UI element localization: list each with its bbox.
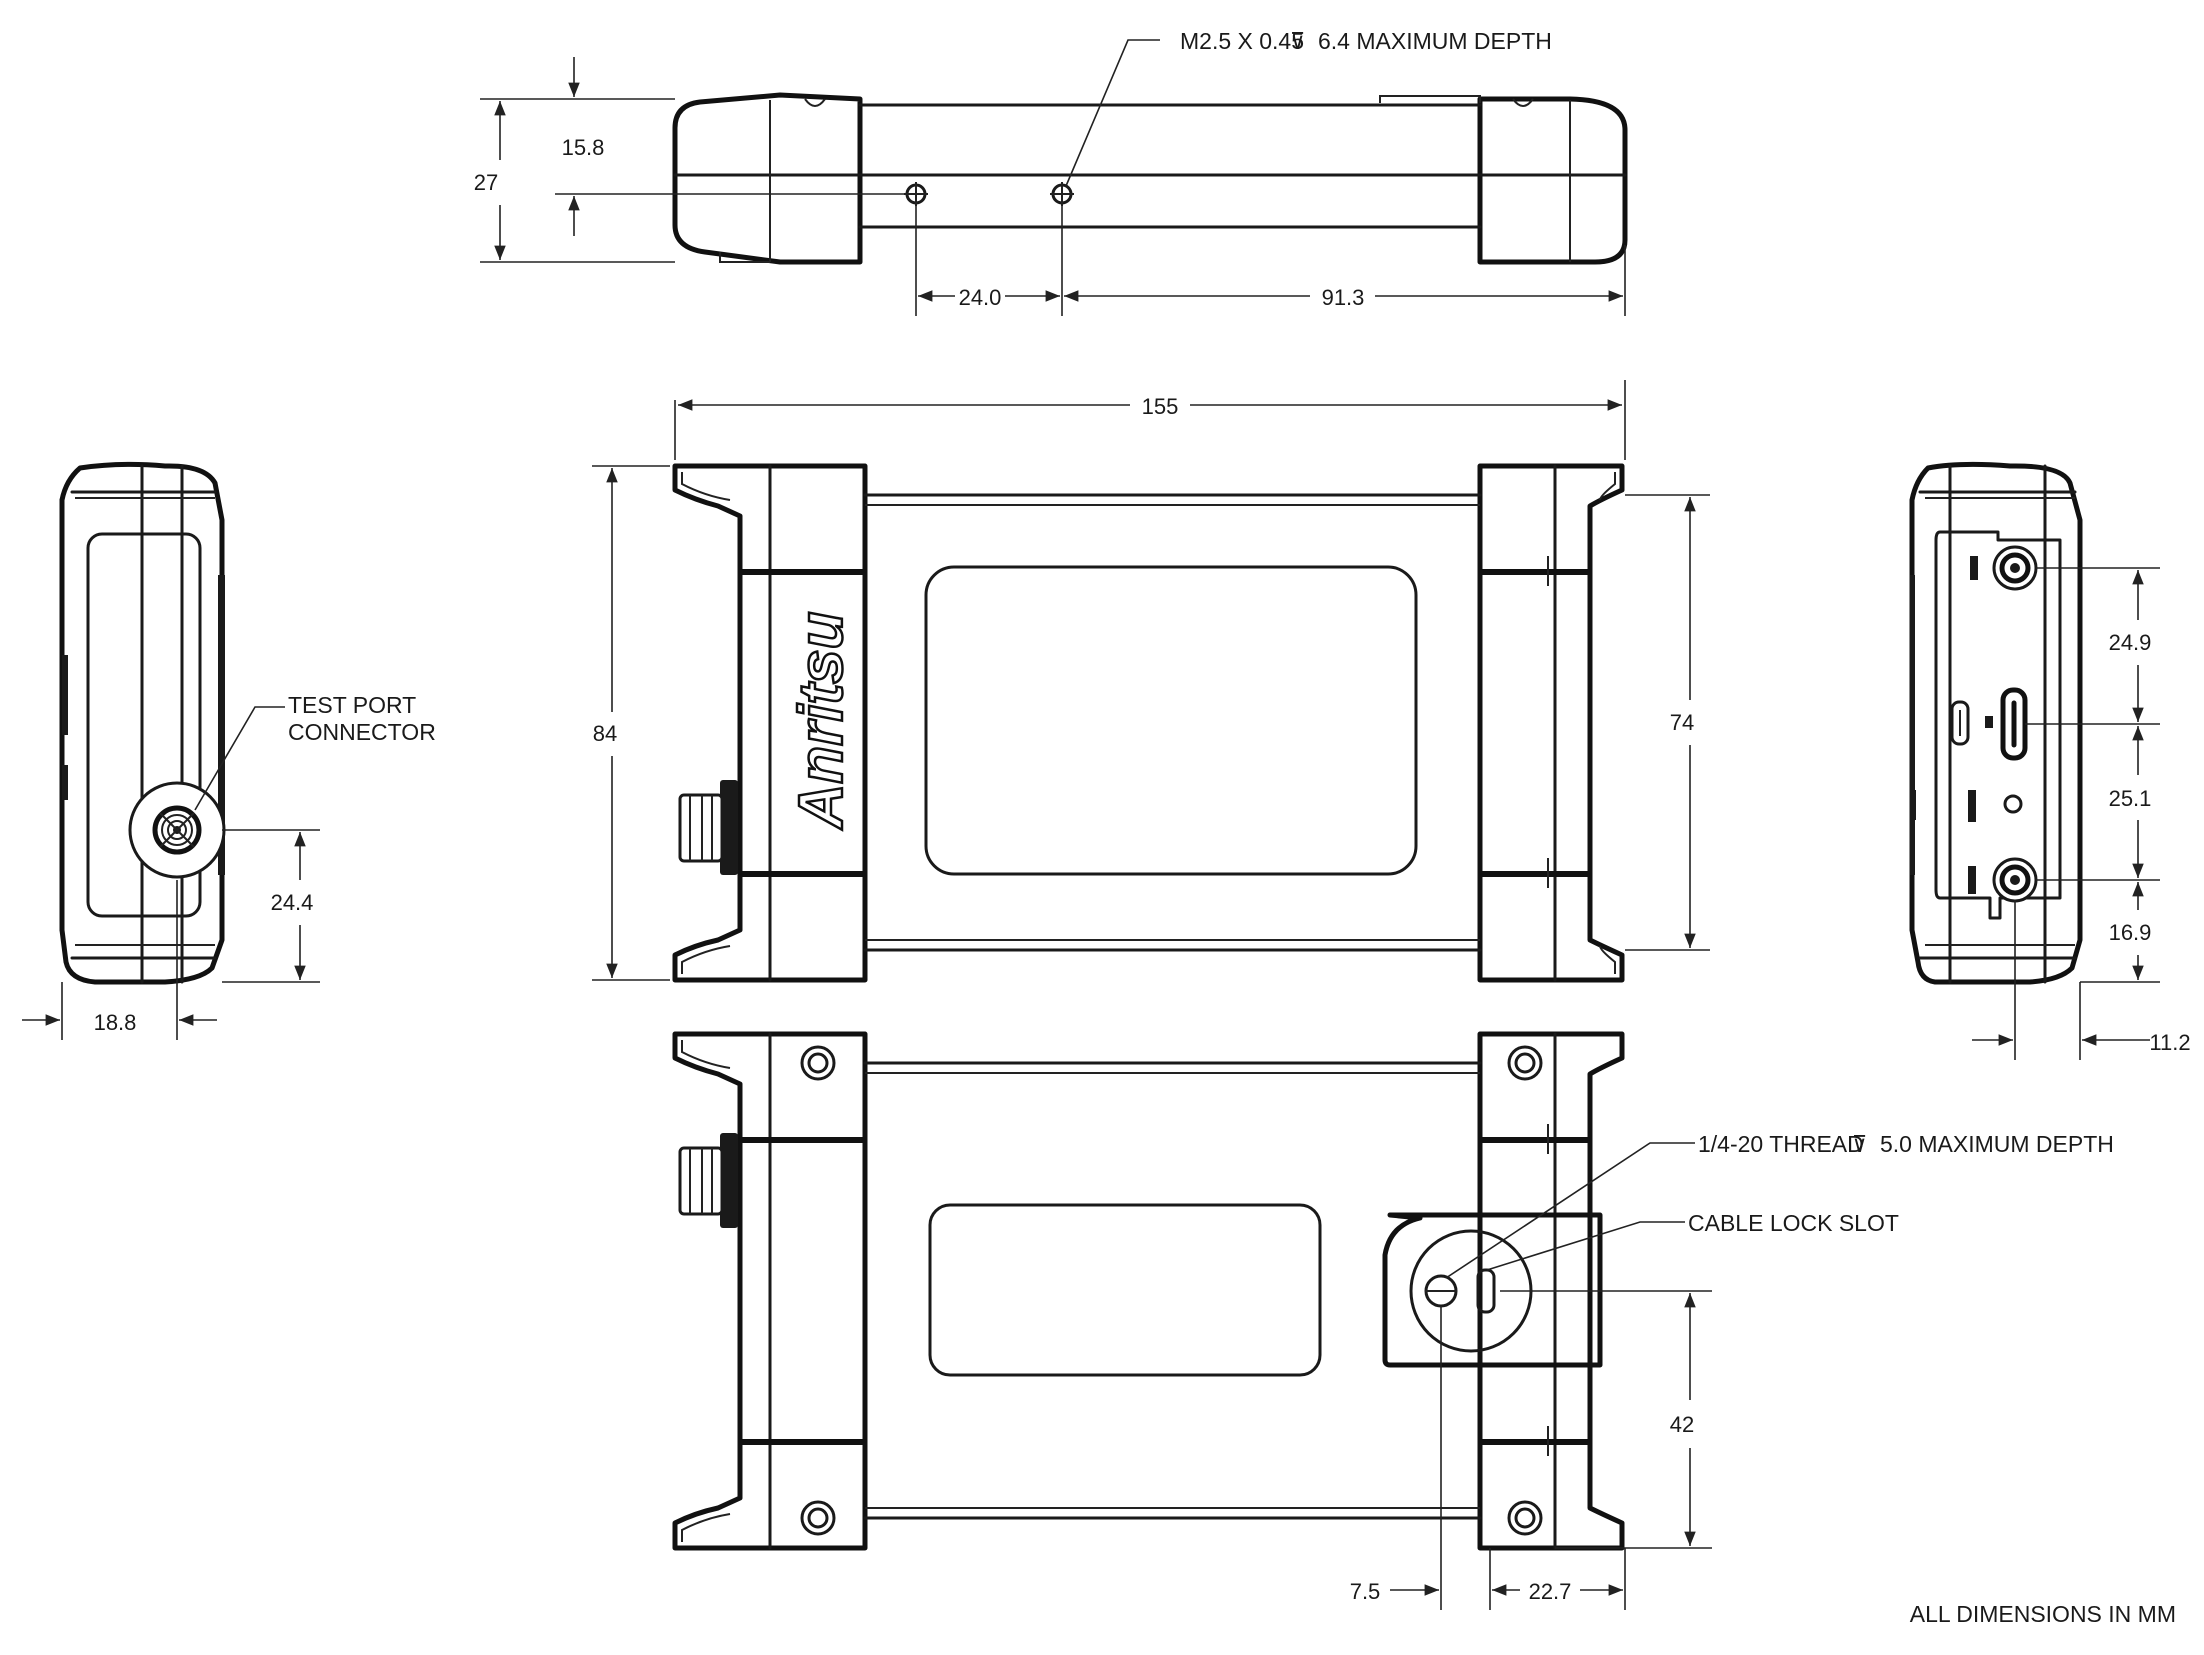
dim-16-9: 16.9 [2109, 920, 2152, 945]
dim-24-9: 24.9 [2109, 630, 2152, 655]
left-side-view: TEST PORT CONNECTOR 24.4 18.8 [22, 461, 436, 1040]
depth-symbol-icon-2: ⊽ [1852, 1131, 1867, 1157]
dim-24-4: 24.4 [271, 890, 314, 915]
m25-callout-label: M2.5 X 0.45 [1180, 28, 1304, 54]
port-marking-led [1968, 790, 1976, 822]
screw-hole-1 [800, 1045, 836, 1081]
dim-22-7: 22.7 [1529, 1579, 1572, 1604]
usb-c-port-icon [2000, 687, 2028, 761]
thread-depth-label: 5.0 MAXIMUM DEPTH [1880, 1131, 2114, 1157]
screw-hole-4 [1507, 1500, 1543, 1536]
front-view: Anritsu 155 84 74 [592, 380, 1710, 983]
test-port-label-line1: TEST PORT [288, 692, 416, 718]
led-indicator-icon [2003, 794, 2023, 814]
dim-18-8: 18.8 [94, 1010, 137, 1035]
bottom-view: 1/4-20 THREAD ⊽ 5.0 MAXIMUM DEPTH CABLE … [672, 1031, 2114, 1610]
dim-15-8: 15.8 [562, 135, 605, 160]
depth-symbol-icon: ⊽ [1290, 28, 1305, 54]
test-port-connector-bottom [678, 1133, 738, 1228]
screw-hole-2 [1507, 1045, 1543, 1081]
label-recess [924, 565, 1418, 876]
dim-7-5: 7.5 [1350, 1579, 1381, 1604]
dim-24-0: 24.0 [959, 285, 1002, 310]
side-panel-recess [86, 532, 202, 918]
port-marking-usb [1985, 716, 1993, 728]
dim-155: 155 [1142, 394, 1179, 419]
right-side-view: 24.9 25.1 16.9 11.2 [1909, 461, 2191, 1060]
anritsu-logo: Anritsu [786, 610, 858, 832]
port-connector-top [1992, 545, 2038, 591]
test-port-label-line2: CONNECTOR [288, 719, 436, 745]
port-marking-top [1970, 556, 1978, 580]
dim-27: 27 [474, 170, 498, 195]
top-view: 27 15.8 24.0 91.3 M2.5 X 0.45 ⊽ 6.4 MAXI… [474, 28, 1628, 316]
units-note: ALL DIMENSIONS IN MM [1910, 1601, 2176, 1627]
dim-25-1: 25.1 [2109, 786, 2152, 811]
port-marking-bottom [1968, 866, 1976, 894]
test-port-connector-side [678, 780, 738, 875]
m25-depth-label: 6.4 MAXIMUM DEPTH [1318, 28, 1552, 54]
dim-42: 42 [1670, 1412, 1694, 1437]
cable-lock-label: CABLE LOCK SLOT [1688, 1210, 1899, 1236]
screw-hole-3 [800, 1500, 836, 1536]
port-connector-bottom [1992, 857, 2038, 903]
dim-11-2: 11.2 [2149, 1030, 2190, 1055]
tripod-mount-plate [1382, 1212, 1603, 1368]
dim-91-3: 91.3 [1322, 285, 1365, 310]
dim-74: 74 [1670, 710, 1694, 735]
bottom-label-recess [928, 1203, 1322, 1377]
cable-lock-slot-icon [1476, 1268, 1496, 1314]
dim-84: 84 [593, 721, 617, 746]
thread-label: 1/4-20 THREAD [1698, 1131, 1864, 1157]
usb-port-small-icon [1950, 700, 1970, 746]
test-port-connector [128, 781, 226, 879]
svg-text:Anritsu: Anritsu [787, 612, 856, 831]
